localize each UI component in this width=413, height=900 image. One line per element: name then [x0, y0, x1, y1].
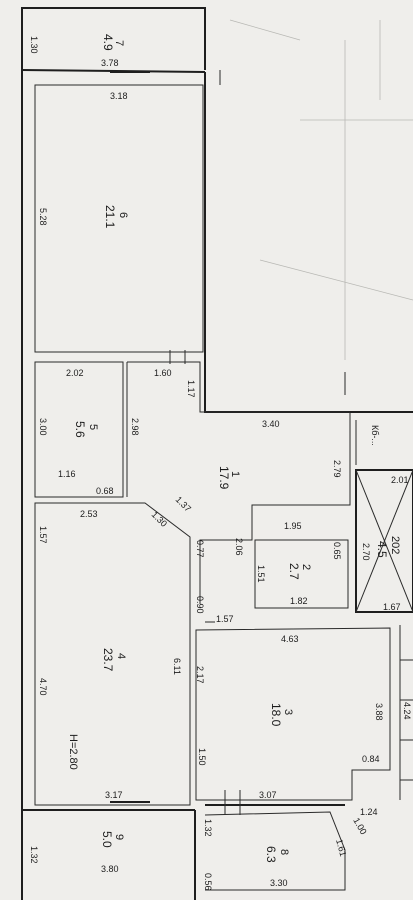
dimension-label: 1.57: [38, 526, 48, 544]
background-sketch: [229, 19, 413, 360]
neighbor-room-area: 4.5: [375, 541, 389, 558]
dimension-label: 3.17: [105, 790, 123, 800]
dimension-label: 0.84: [362, 754, 380, 764]
room-labels: 7 4.9 6 21.1 5 5.6 1 17.9 2 2.7 4 23.7 3…: [67, 34, 401, 863]
dimension-label: 1.32: [203, 819, 213, 837]
dimension-label: 4.63: [281, 634, 299, 644]
dimension-label: 3.88: [374, 703, 384, 721]
room-9-number: 9: [113, 834, 125, 840]
dimension-label: 6.11: [172, 658, 182, 675]
room-4-area: 23.7: [101, 648, 115, 672]
dimension-label: 2.01: [391, 475, 409, 485]
room-8-number: 8: [278, 849, 290, 855]
dimension-label: 1.67: [383, 602, 401, 612]
dimension-label: 0.90: [195, 596, 205, 614]
dimension-label: 2.02: [66, 368, 84, 378]
room-4-number: 4: [115, 653, 127, 659]
dimension-label: 1.32: [29, 846, 39, 864]
dimension-label: 0.65: [332, 542, 342, 560]
room-3-area: 18.0: [269, 703, 283, 727]
dimension-label: 1.16: [58, 469, 76, 479]
walls: [21, 7, 413, 900]
dimension-label: 4.24: [402, 702, 412, 720]
dimension-label: 5.28: [38, 208, 48, 226]
room-2-area: 2.7: [287, 563, 301, 580]
dimension-label: 1.61: [334, 838, 348, 858]
dimension-label: 2.06: [234, 538, 244, 556]
dimension-label: 2.70: [361, 543, 371, 561]
dimension-label: 1.60: [154, 368, 172, 378]
dimension-label: 0.56: [203, 873, 213, 891]
ceiling-height-label: H=2.80: [67, 734, 79, 770]
dimension-label: 1.30: [29, 36, 39, 54]
room-5-area: 5.6: [73, 421, 87, 438]
dimension-label: 1.00: [351, 816, 368, 836]
room-1-number: 1: [229, 471, 241, 477]
dimension-label: 1.50: [197, 748, 207, 766]
dimension-label: 2.53: [80, 509, 98, 519]
room-3-number: 3: [282, 709, 294, 715]
dimension-label: 3.18: [110, 91, 128, 101]
dimension-label: 3.07: [259, 790, 277, 800]
neighbor-room-number: 202: [389, 536, 401, 554]
room-7-number: 7: [113, 40, 125, 46]
dimension-label: 4.70: [38, 678, 48, 696]
dimension-label: 1.57: [216, 614, 234, 624]
dimension-label: 0.68: [96, 486, 114, 496]
partial-room-label: Кб-...: [370, 425, 380, 446]
dimension-label: 2.98: [130, 418, 140, 436]
room-5-number: 5: [87, 424, 99, 430]
dimension-label: 1.30: [150, 509, 169, 528]
dimension-label: 2.17: [195, 666, 205, 684]
dimension-label: 3.40: [262, 419, 280, 429]
room-6-area: 21.1: [103, 205, 117, 229]
room-7-area: 4.9: [101, 34, 115, 51]
dimension-labels: 1.30 3.78 3.18 5.28 1.60 1.17 2.02 3.00 …: [29, 36, 412, 891]
dimension-label: 1.51: [256, 565, 266, 583]
dimension-label: 3.80: [101, 864, 119, 874]
dimension-label: 2.79: [332, 460, 342, 478]
dimension-label: 1.82: [290, 596, 308, 606]
dimension-label: 0.77: [195, 540, 205, 558]
dimension-label: 3.78: [101, 58, 119, 68]
room-1-area: 17.9: [217, 466, 231, 490]
dimension-label: 1.95: [284, 521, 302, 531]
dimension-label: 3.30: [270, 878, 288, 888]
room-2-number: 2: [300, 564, 312, 570]
dimension-label: 1.17: [186, 380, 196, 398]
room-8-area: 6.3: [264, 846, 278, 863]
dimension-label: 1.37: [174, 494, 193, 513]
dimension-label: 3.00: [38, 418, 48, 436]
room-6-number: 6: [117, 212, 129, 218]
room-9-area: 5.0: [100, 831, 114, 848]
dimension-label: 1.24: [360, 807, 378, 817]
